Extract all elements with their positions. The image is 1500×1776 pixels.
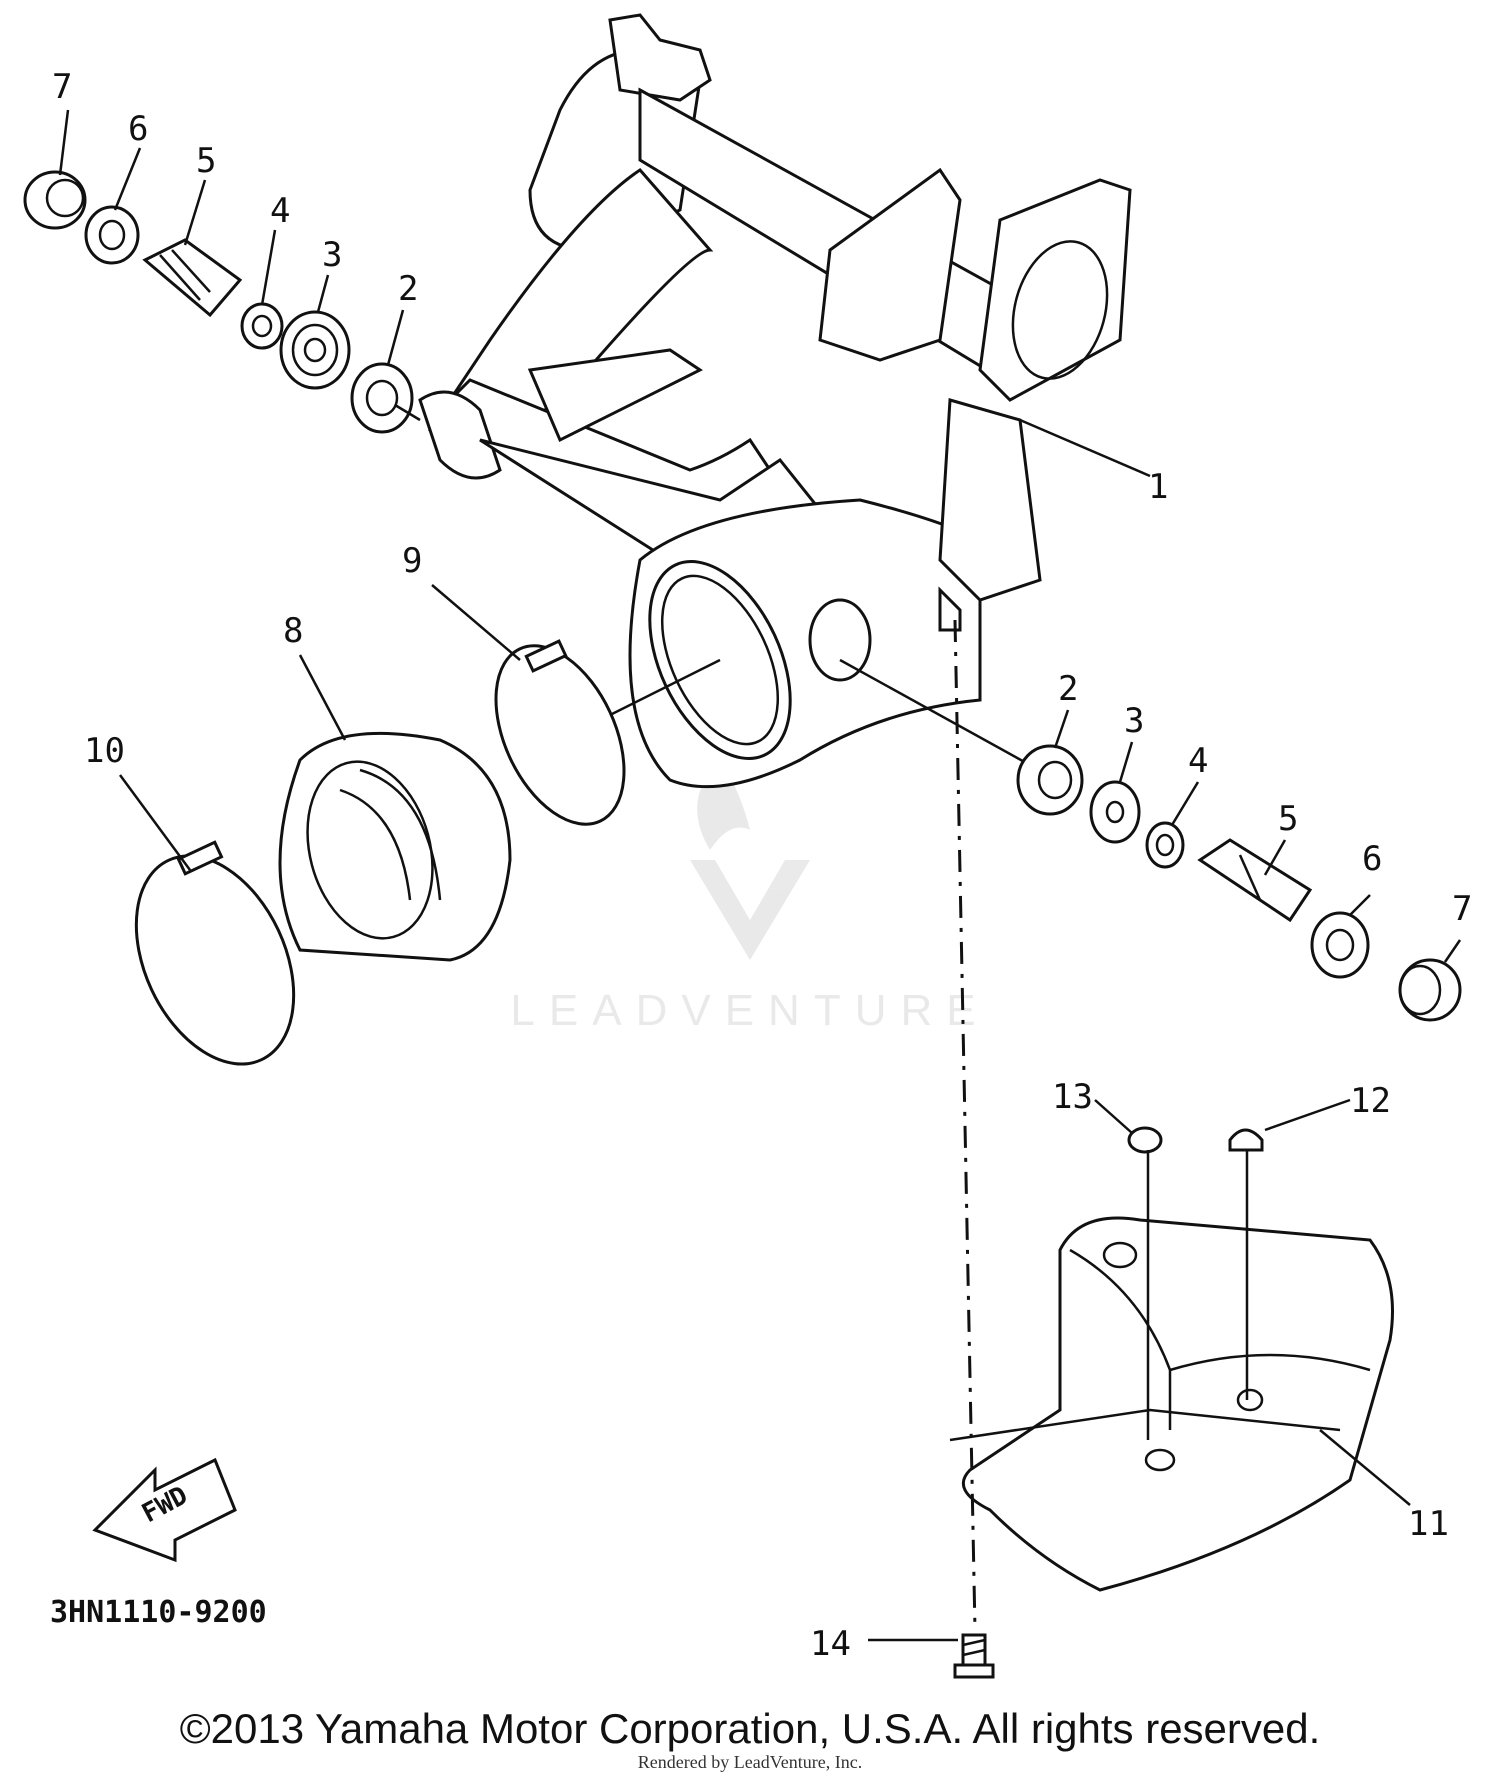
bolt-axis-line — [953, 619, 977, 1631]
callout-10: 10 — [84, 731, 125, 771]
callout-7-left: 7 — [52, 67, 72, 107]
callout-11: 11 — [1408, 1504, 1449, 1544]
collar-5-right — [1197, 838, 1313, 923]
callout-6-right: 6 — [1362, 839, 1382, 879]
left-hardware — [23, 170, 421, 434]
callout-6-left: 6 — [128, 109, 148, 149]
callout-1: 1 — [1148, 467, 1168, 507]
cap-7-right — [1398, 958, 1462, 1022]
callout-9: 9 — [402, 541, 422, 581]
callout-5-left: 5 — [196, 141, 216, 181]
bolt-14 — [953, 1633, 995, 1679]
clamp-10 — [134, 840, 296, 1066]
callout-numbers: 7 6 5 4 3 2 1 2 3 4 5 6 7 8 9 10 11 12 1… — [52, 67, 1472, 1664]
seal-6-left — [84, 205, 140, 265]
washer-4-left — [240, 302, 284, 350]
guard-11 — [949, 1216, 1394, 1592]
cap-7-left — [23, 170, 87, 230]
watermark-text: LEADVENTURE — [510, 986, 989, 1035]
callout-12: 12 — [1350, 1081, 1391, 1121]
clamp-9 — [494, 639, 721, 826]
bearing-2-left — [350, 362, 414, 434]
washer-3-right — [1089, 780, 1141, 844]
callout-4-left: 4 — [270, 191, 290, 231]
forward-arrow: FWD — [92, 1457, 237, 1563]
bearing-2-right — [1016, 744, 1084, 816]
rendered-by-notice: Rendered by LeadVenture, Inc. — [637, 1752, 863, 1772]
callout-4-right: 4 — [1188, 741, 1208, 781]
callout-3-right: 3 — [1124, 701, 1144, 741]
callout-14: 14 — [810, 1624, 851, 1664]
callout-3-left: 3 — [322, 235, 342, 275]
callout-leaders — [58, 109, 1462, 1642]
callout-7-right: 7 — [1452, 889, 1472, 929]
grommet-13 — [1127, 1126, 1163, 1440]
copyright-notice: ©2013 Yamaha Motor Corporation, U.S.A. A… — [179, 1705, 1321, 1752]
callout-8: 8 — [283, 611, 303, 651]
right-hardware — [839, 658, 1462, 1022]
callout-13: 13 — [1052, 1077, 1093, 1117]
bearing-3-left — [279, 310, 351, 390]
collar-5-left — [142, 238, 243, 318]
callout-2-left: 2 — [398, 269, 418, 309]
seal-6-right — [1310, 911, 1370, 979]
leadventure-watermark: LEADVENTURE — [510, 760, 989, 1035]
damper-12 — [1228, 1128, 1264, 1400]
callout-5-right: 5 — [1278, 799, 1298, 839]
boot-8 — [278, 731, 512, 962]
washer-4-right — [1145, 821, 1185, 869]
swingarm-part-1 — [418, 13, 1132, 789]
callout-2-right: 2 — [1058, 669, 1078, 709]
drawing-code: 3HN1110-9200 — [50, 1595, 267, 1630]
